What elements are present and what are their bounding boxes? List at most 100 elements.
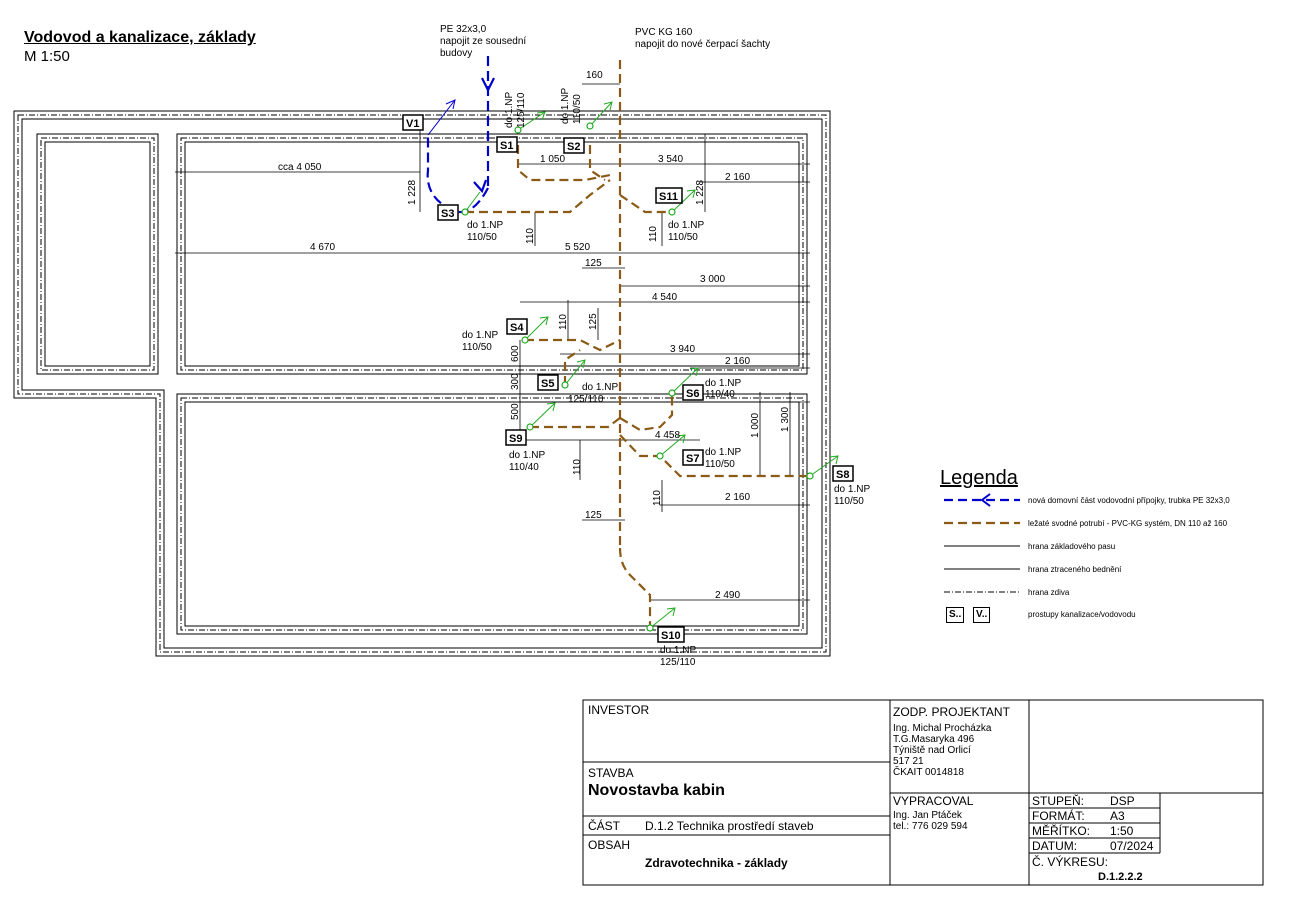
legend-badge-s: S.. (946, 607, 965, 623)
vykres-value: D.1.2.2.2 (1098, 871, 1143, 883)
dim-label: 5 520 (565, 242, 590, 253)
svg-text:do 1.NP: do 1.NP (462, 330, 498, 341)
obsah-label: OBSAH (588, 838, 631, 852)
stavba-label: STAVBA (588, 766, 634, 780)
svg-text:PE 32x3,0: PE 32x3,0 (440, 24, 487, 35)
svg-text:do 1.NP: do 1.NP (467, 220, 503, 231)
dim-label: 110 (648, 226, 659, 242)
vykres-label: Č. VÝKRESU: (1032, 855, 1109, 869)
svg-text:S7: S7 (686, 453, 699, 465)
svg-text:S4: S4 (510, 322, 524, 334)
dim-label: 160 (586, 70, 603, 81)
dim-label: 2 160 (725, 492, 750, 503)
penetration-badges: V1 S1 S2 S3 S11 S4 S5 S6 S9 S7 S8 S10 (402, 114, 854, 643)
svg-text:110/50: 110/50 (462, 342, 492, 353)
dim-label: 4 540 (652, 292, 677, 303)
legend-item-masonry: hrana zdiva (1028, 588, 1070, 597)
dim-label: 110 (525, 228, 536, 244)
annotation-pvc: PVC KG 160 napojit do nové čerpací šacht… (635, 27, 770, 50)
legend-item-sewer: ležaté svodné potrubí - PVC-KG systém, D… (1028, 519, 1228, 528)
vypracoval-info: Ing. Jan Ptáček tel.: 776 029 594 (893, 810, 968, 832)
dim-label: 600 (510, 345, 521, 362)
meritko-value: 1:50 (1110, 824, 1134, 838)
badge-s4: S4 (506, 318, 528, 335)
meritko-label: MĚŘÍTKO: (1032, 824, 1091, 838)
penetration-notes: do 1.NP 125/110 do 1.NP 110/50 do 1.NP 1… (462, 88, 870, 668)
dim-label: 1 228 (407, 180, 418, 205)
stupen-value: DSP (1110, 794, 1135, 808)
datum-label: DATUM: (1032, 839, 1078, 853)
svg-text:110/50: 110/50 (467, 232, 497, 243)
svg-text:do 1.NP: do 1.NP (504, 92, 515, 128)
svg-text:do 1.NP: do 1.NP (509, 450, 545, 461)
badge-s11: S11 (655, 187, 683, 204)
dim-label: 125 (585, 510, 602, 521)
svg-text:do 1.NP: do 1.NP (560, 88, 571, 124)
badge-s6: S6 (682, 384, 704, 401)
dim-label: 1 000 (750, 413, 761, 438)
riser-points (461, 122, 814, 632)
dimension-labels: 160 cca 4 050 1 050 3 540 2 160 1 228 1 … (278, 70, 791, 601)
badge-s9: S9 (505, 429, 527, 446)
dim-label: 110 (572, 459, 583, 475)
badge-s8: S8 (832, 465, 854, 482)
badge-s5: S5 (537, 374, 559, 391)
svg-text:110/40: 110/40 (705, 389, 735, 400)
dim-label: 4 670 (310, 242, 335, 253)
legend-badge-v: V.. (973, 607, 991, 623)
svg-text:S6: S6 (686, 388, 699, 400)
svg-text:S3: S3 (441, 208, 454, 220)
title-block-frame (582, 699, 1264, 886)
legend-item-formwork: hrana ztraceného bednění (1028, 565, 1122, 574)
cast-label: ČÁST (588, 819, 621, 833)
svg-text:S2: S2 (567, 141, 580, 153)
dim-label: 1 300 (780, 407, 791, 432)
dim-label: 4 458 (655, 430, 680, 441)
badge-s2: S2 (563, 137, 585, 154)
projektant-label: ZODP. PROJEKTANT (893, 705, 1010, 719)
foundation-outline (13, 110, 831, 657)
dim-label: 500 (510, 403, 521, 420)
legend-title: Legenda (940, 467, 1018, 489)
dim-label: 1 228 (695, 180, 706, 205)
svg-text:110/50: 110/50 (668, 232, 698, 243)
vypracoval-label: VYPRACOVAL (893, 794, 974, 808)
svg-text:S11: S11 (659, 191, 678, 203)
svg-text:do 1.NP: do 1.NP (705, 447, 741, 458)
dim-label: 2 160 (725, 356, 750, 367)
badge-s10: S10 (657, 626, 685, 643)
obsah-value: Zdravotechnika - základy (645, 856, 788, 870)
legend-item-penetrations: prostupy kanalizace/vodovodu (1028, 610, 1136, 619)
dim-label: 2 160 (725, 172, 750, 183)
legend-samples (944, 493, 1020, 593)
svg-text:V1: V1 (406, 118, 419, 130)
badge-s3: S3 (437, 204, 459, 221)
svg-text:S5: S5 (541, 378, 554, 390)
dim-label: 110 (652, 490, 663, 506)
investor-label: INVESTOR (588, 703, 650, 717)
cast-value: D.1.2 Technika prostředí staveb (645, 819, 814, 833)
stupen-label: STUPEŇ: (1032, 794, 1085, 808)
svg-text:napojit do nové čerpací šachty: napojit do nové čerpací šachty (635, 39, 770, 50)
dim-label: 125 (585, 258, 602, 269)
riser-arrows (464, 101, 839, 629)
svg-text:125/110: 125/110 (568, 394, 604, 405)
format-value: A3 (1110, 809, 1125, 823)
svg-text:S9: S9 (509, 433, 522, 445)
drawing-title: Vodovod a kanalizace, základy (24, 29, 256, 46)
svg-text:PVC KG 160: PVC KG 160 (635, 27, 693, 38)
svg-text:do 1.NP: do 1.NP (668, 220, 704, 231)
dim-label: 2 490 (715, 590, 740, 601)
drawing-scale: M 1:50 (24, 48, 70, 65)
dim-label: cca 4 050 (278, 162, 322, 173)
svg-text:do 1.NP: do 1.NP (582, 382, 618, 393)
dim-label: 3 000 (700, 274, 725, 285)
dimension-lines (175, 83, 810, 601)
svg-text:napojit ze sousední: napojit ze sousední (440, 36, 526, 47)
annotation-pe: PE 32x3,0 napojit ze sousední budovy (440, 24, 526, 59)
svg-text:110/50: 110/50 (705, 459, 735, 470)
svg-text:S10: S10 (661, 630, 681, 642)
projektant-info: Ing. Michal Procházka T.G.Masaryka 496 T… (893, 723, 992, 778)
svg-text:S8: S8 (836, 469, 849, 481)
